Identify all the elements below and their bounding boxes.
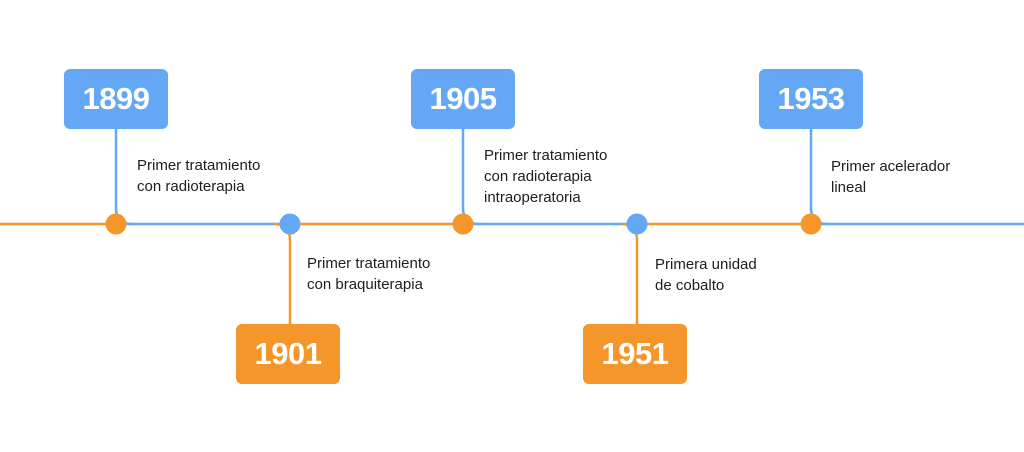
year-box-1899: 1899 (64, 69, 168, 129)
dot-1951 (626, 213, 648, 235)
dot-1905 (452, 213, 474, 235)
year-box-1905: 1905 (411, 69, 515, 129)
connector-1899 (114, 128, 133, 226)
connector-1953 (809, 128, 828, 226)
year-box-1901: 1901 (236, 324, 340, 384)
event-label-1953: Primer acelerador lineal (831, 158, 951, 196)
event-label-1899: Primer tratamiento con radioterapia (137, 157, 261, 195)
event-label-1905: Primer tratamiento con radioterapia intr… (484, 147, 608, 206)
dot-1953 (800, 213, 822, 235)
event-label-1901: Primer tratamiento con braquiterapia (307, 255, 431, 293)
dot-1901 (279, 213, 301, 235)
event-label-1951: Primera unidad de cobalto (655, 256, 757, 294)
connector-1951 (620, 222, 639, 324)
year-box-1951: 1951 (583, 324, 687, 384)
year-box-1953: 1953 (759, 69, 863, 129)
dot-1899 (105, 213, 127, 235)
connector-1901 (273, 222, 292, 324)
connector-1905 (461, 128, 480, 226)
